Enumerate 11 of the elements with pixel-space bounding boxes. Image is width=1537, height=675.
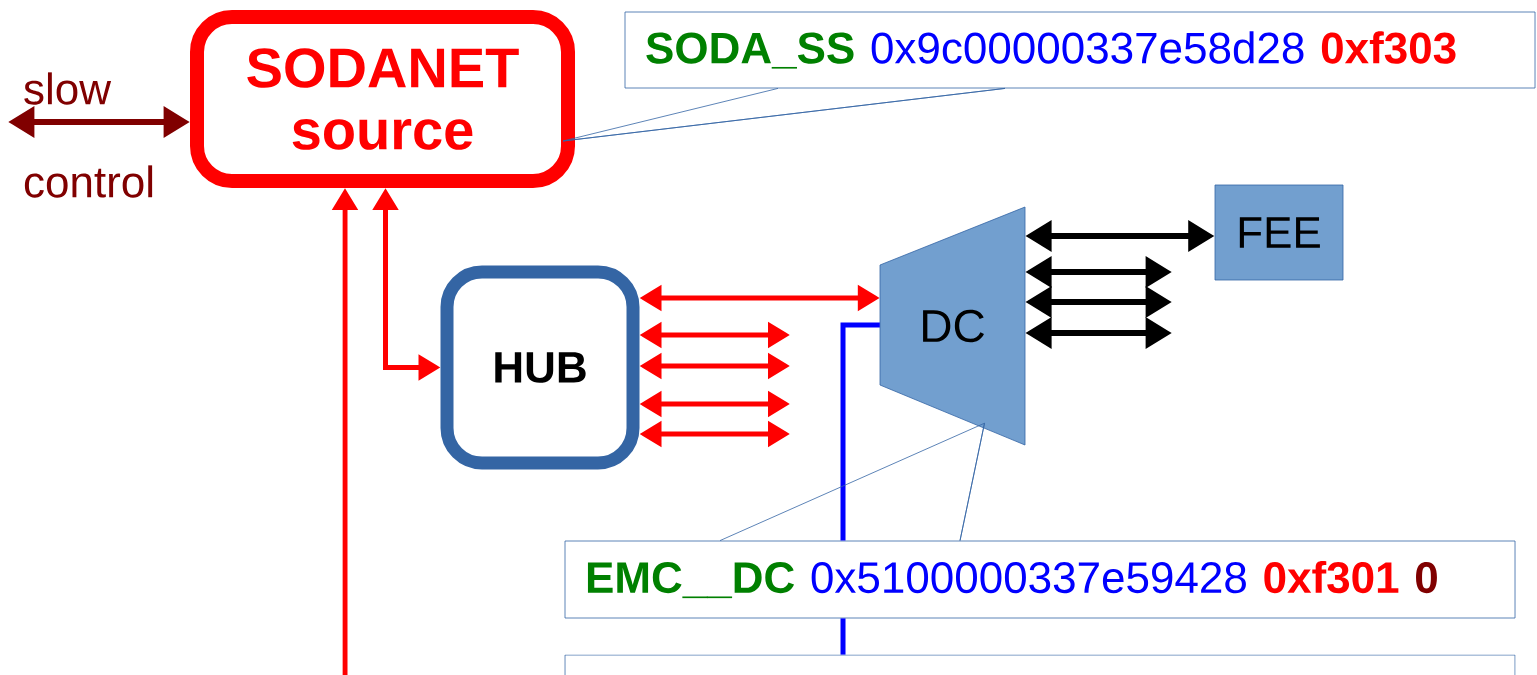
callout-box: EMC__DC 0x5100000337e59428 0xf301 0	[564, 540, 1516, 619]
callout-box: SODA_SS 0x9c00000337e58d28 0xf303	[624, 11, 1536, 89]
hub-box: HUB	[440, 265, 640, 470]
connector-line	[840, 618, 846, 655]
process-box: FEE	[1214, 184, 1344, 281]
process-box: SODANET source	[190, 10, 575, 188]
empty-box	[564, 654, 1516, 675]
connector-line	[840, 322, 880, 541]
text-label: slow control	[24, 72, 153, 198]
leader-line	[719, 422, 985, 541]
leader-line	[562, 88, 1006, 142]
